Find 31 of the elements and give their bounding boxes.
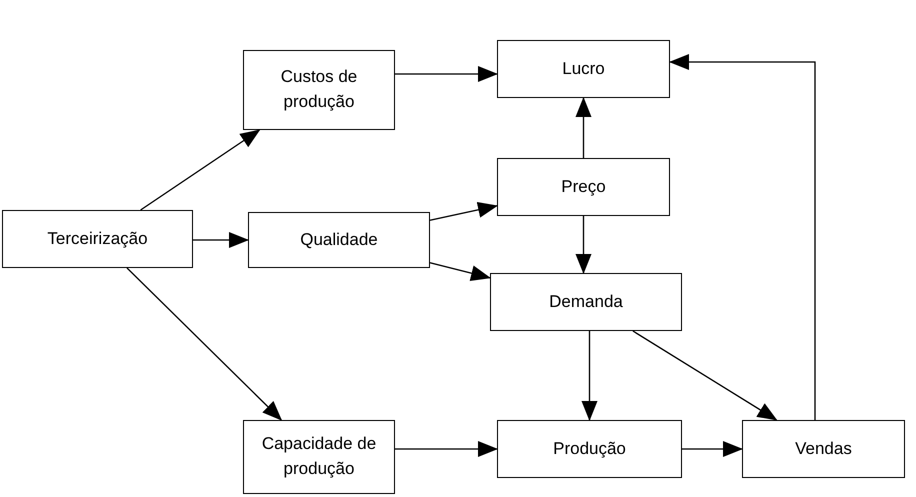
arrow bbox=[682, 441, 743, 457]
node-label: Qualidade bbox=[299, 228, 379, 251]
process-box bbox=[490, 273, 682, 331]
node-label: Vendas bbox=[794, 438, 853, 460]
process-box bbox=[742, 420, 905, 478]
node-label: Produção bbox=[552, 438, 627, 460]
process-box bbox=[243, 420, 395, 494]
arrow bbox=[576, 97, 592, 158]
process-box bbox=[497, 40, 670, 98]
arrow bbox=[193, 232, 249, 248]
arrow bbox=[126, 268, 282, 421]
arrow bbox=[632, 330, 778, 421]
arrow bbox=[395, 66, 498, 82]
node-label: Lucro bbox=[561, 58, 606, 80]
arrow bbox=[582, 331, 598, 421]
node-label: Demanda bbox=[548, 290, 624, 313]
arrow bbox=[669, 54, 816, 420]
node-label: Preço bbox=[560, 176, 607, 198]
process-box bbox=[243, 50, 395, 130]
arrow bbox=[140, 129, 260, 211]
node-label: Custos de produção bbox=[280, 66, 358, 113]
arrow bbox=[395, 441, 498, 457]
arrow bbox=[576, 216, 592, 274]
node-label: Terceirização bbox=[46, 228, 149, 250]
process-box bbox=[248, 212, 430, 268]
process-box bbox=[497, 158, 670, 216]
process-box bbox=[497, 420, 682, 478]
process-box bbox=[2, 210, 193, 268]
node-label: Capacidade de produção bbox=[260, 433, 378, 480]
arrow bbox=[430, 202, 498, 221]
arrow bbox=[430, 262, 491, 282]
